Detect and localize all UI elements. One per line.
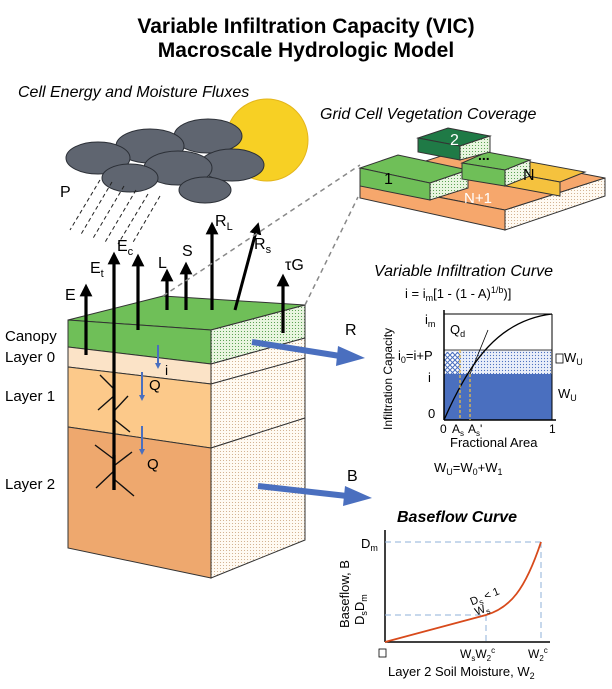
vic-i0: i0=i+P (398, 348, 433, 365)
baseflow-heading: Baseflow Curve (397, 509, 517, 526)
label-drainage2: Q (147, 456, 159, 473)
label-layer0: Layer 0 (5, 349, 55, 366)
vic-ylabel: Infiltration Capacity (381, 328, 395, 430)
label-canopy: Canopy (5, 328, 57, 345)
vic-wu-lower: WU (558, 386, 577, 403)
bf-W2c: W2c (528, 646, 548, 663)
infiltration-equation: i = im[1 - (1 - A)1/b)] (405, 285, 511, 303)
vic-zero-x: 0 (440, 422, 447, 436)
vic-xlabel: Fractional Area (450, 435, 538, 450)
drainage-arrows (139, 345, 161, 455)
vic-i: i (428, 370, 431, 385)
bf-ylabel: Baseflow, B (337, 560, 352, 628)
bf-DsDm: DsDm (352, 594, 369, 625)
tile-label-n1: N+1 (464, 190, 492, 207)
title-line2: Macroscale Hydrologic Model (158, 39, 454, 62)
bf-WsW2c: WsW2c (460, 646, 495, 663)
bf-slope-den: Ws (473, 602, 492, 620)
vic-wu-upper: WU (564, 350, 583, 367)
label-layer1: Layer 1 (5, 388, 55, 405)
fluxes-heading: Cell Energy and Moisture Fluxes (18, 84, 249, 101)
label-latent: L (158, 255, 167, 272)
infiltration-heading: Variable Infiltration Curve (374, 263, 553, 280)
vic-im: im (425, 312, 435, 329)
label-transpiration: Et (90, 260, 104, 280)
vic-one-x: 1 (549, 422, 556, 436)
label-infiltration: i (165, 362, 168, 378)
baseflow-plot (384, 530, 550, 643)
vegetation-heading: Grid Cell Vegetation Coverage (320, 106, 537, 123)
label-sensible: S (182, 243, 193, 260)
label-ground: τG (285, 257, 304, 274)
label-shortwave: Rs (254, 236, 272, 256)
tile-label-dots: ... (478, 147, 490, 163)
tile-label-n: N (523, 167, 535, 184)
vegetation-tiles (358, 127, 606, 231)
vic-Qd: Qd (450, 322, 465, 339)
label-evap: E (65, 287, 76, 304)
tile-label-1: 1 (384, 171, 393, 188)
infiltration-plot (443, 310, 556, 421)
bf-Dm: Dm (361, 536, 378, 553)
bf-xlabel: Layer 2 Soil Moisture, W2 (388, 664, 535, 681)
rain-lines (69, 179, 161, 245)
vic-balance: WU=W0+W1 (434, 460, 503, 477)
roots (94, 374, 135, 497)
vic-zero-y: 0 (428, 406, 435, 421)
label-precip: P (60, 184, 71, 201)
vic-As: As (452, 422, 464, 438)
label-runoff: R (345, 322, 357, 339)
label-layer2: Layer 2 (5, 476, 55, 493)
zoom-lines (162, 164, 361, 306)
label-longwave: RL (215, 213, 233, 233)
cloud-icon (65, 118, 265, 204)
soil-column (67, 295, 306, 579)
label-drainage1: Q (149, 377, 161, 394)
vic-As-prime: As' (468, 422, 482, 438)
tile-label-2: 2 (450, 132, 459, 149)
label-canopy-evap: Ec (117, 238, 134, 258)
wu-upper-swatch (555, 353, 564, 364)
title-line1: Variable Infiltration Capacity (VIC) (137, 15, 474, 38)
bf-origin-box (378, 648, 387, 658)
flux-arrows (79, 221, 290, 490)
runoff-arrows (251, 339, 372, 506)
label-baseflow: B (347, 468, 358, 485)
